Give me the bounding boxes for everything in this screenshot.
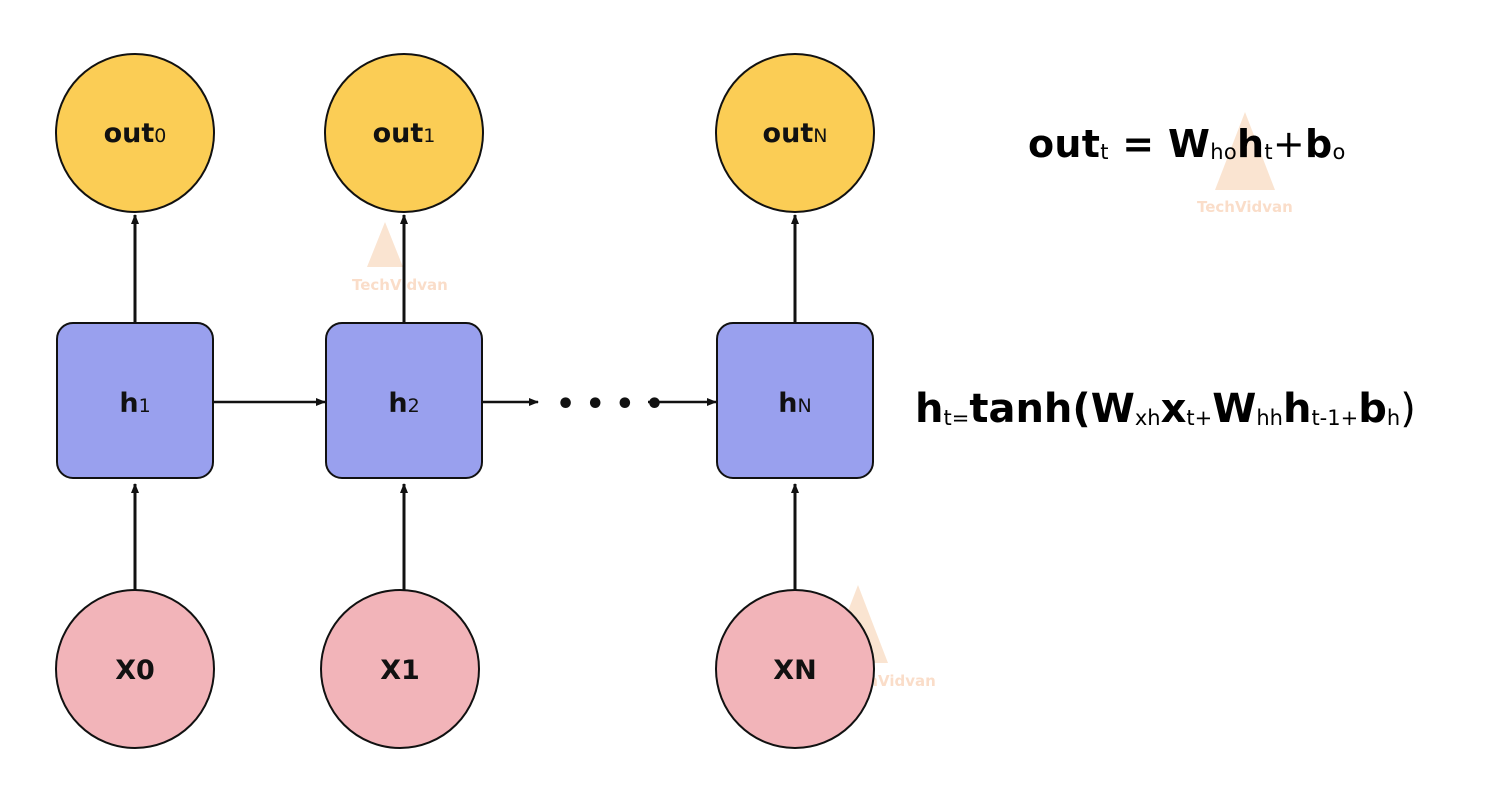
svg-text:h2: h2 <box>388 388 419 419</box>
hidden-node-2: h2 <box>325 322 483 479</box>
output-node-0: out0 <box>55 53 215 213</box>
svg-text:hN: hN <box>778 388 811 419</box>
svg-text:out1: out1 <box>373 118 436 149</box>
watermark-logo: TechVidvan <box>1197 112 1293 216</box>
svg-text:out0: out0 <box>104 118 167 149</box>
svg-text:X1: X1 <box>380 655 420 686</box>
svg-text:XN: XN <box>773 655 816 686</box>
hidden-state-equation: ht=tanh(Wxhxt+Whhht-1+bh) <box>915 386 1416 432</box>
svg-text:TechVidvan: TechVidvan <box>1197 198 1293 216</box>
ellipsis: • • • • <box>556 387 664 422</box>
svg-text:h1: h1 <box>119 388 150 419</box>
output-node-1: out1 <box>324 53 484 213</box>
hidden-node-n: hN <box>716 322 874 479</box>
input-node-0: X0 <box>55 589 215 749</box>
hidden-node-1: h1 <box>56 322 214 479</box>
output-node-n: outN <box>715 53 875 213</box>
svg-text:outN: outN <box>763 118 828 149</box>
svg-text:X0: X0 <box>115 655 155 686</box>
output-equation: outt = Whoht+bo <box>1028 122 1346 166</box>
svg-text:TechVidvan: TechVidvan <box>352 276 448 294</box>
input-node-n: XN <box>715 589 875 749</box>
watermark-logo: TechVidvan <box>352 222 448 294</box>
input-node-1: X1 <box>320 589 480 749</box>
